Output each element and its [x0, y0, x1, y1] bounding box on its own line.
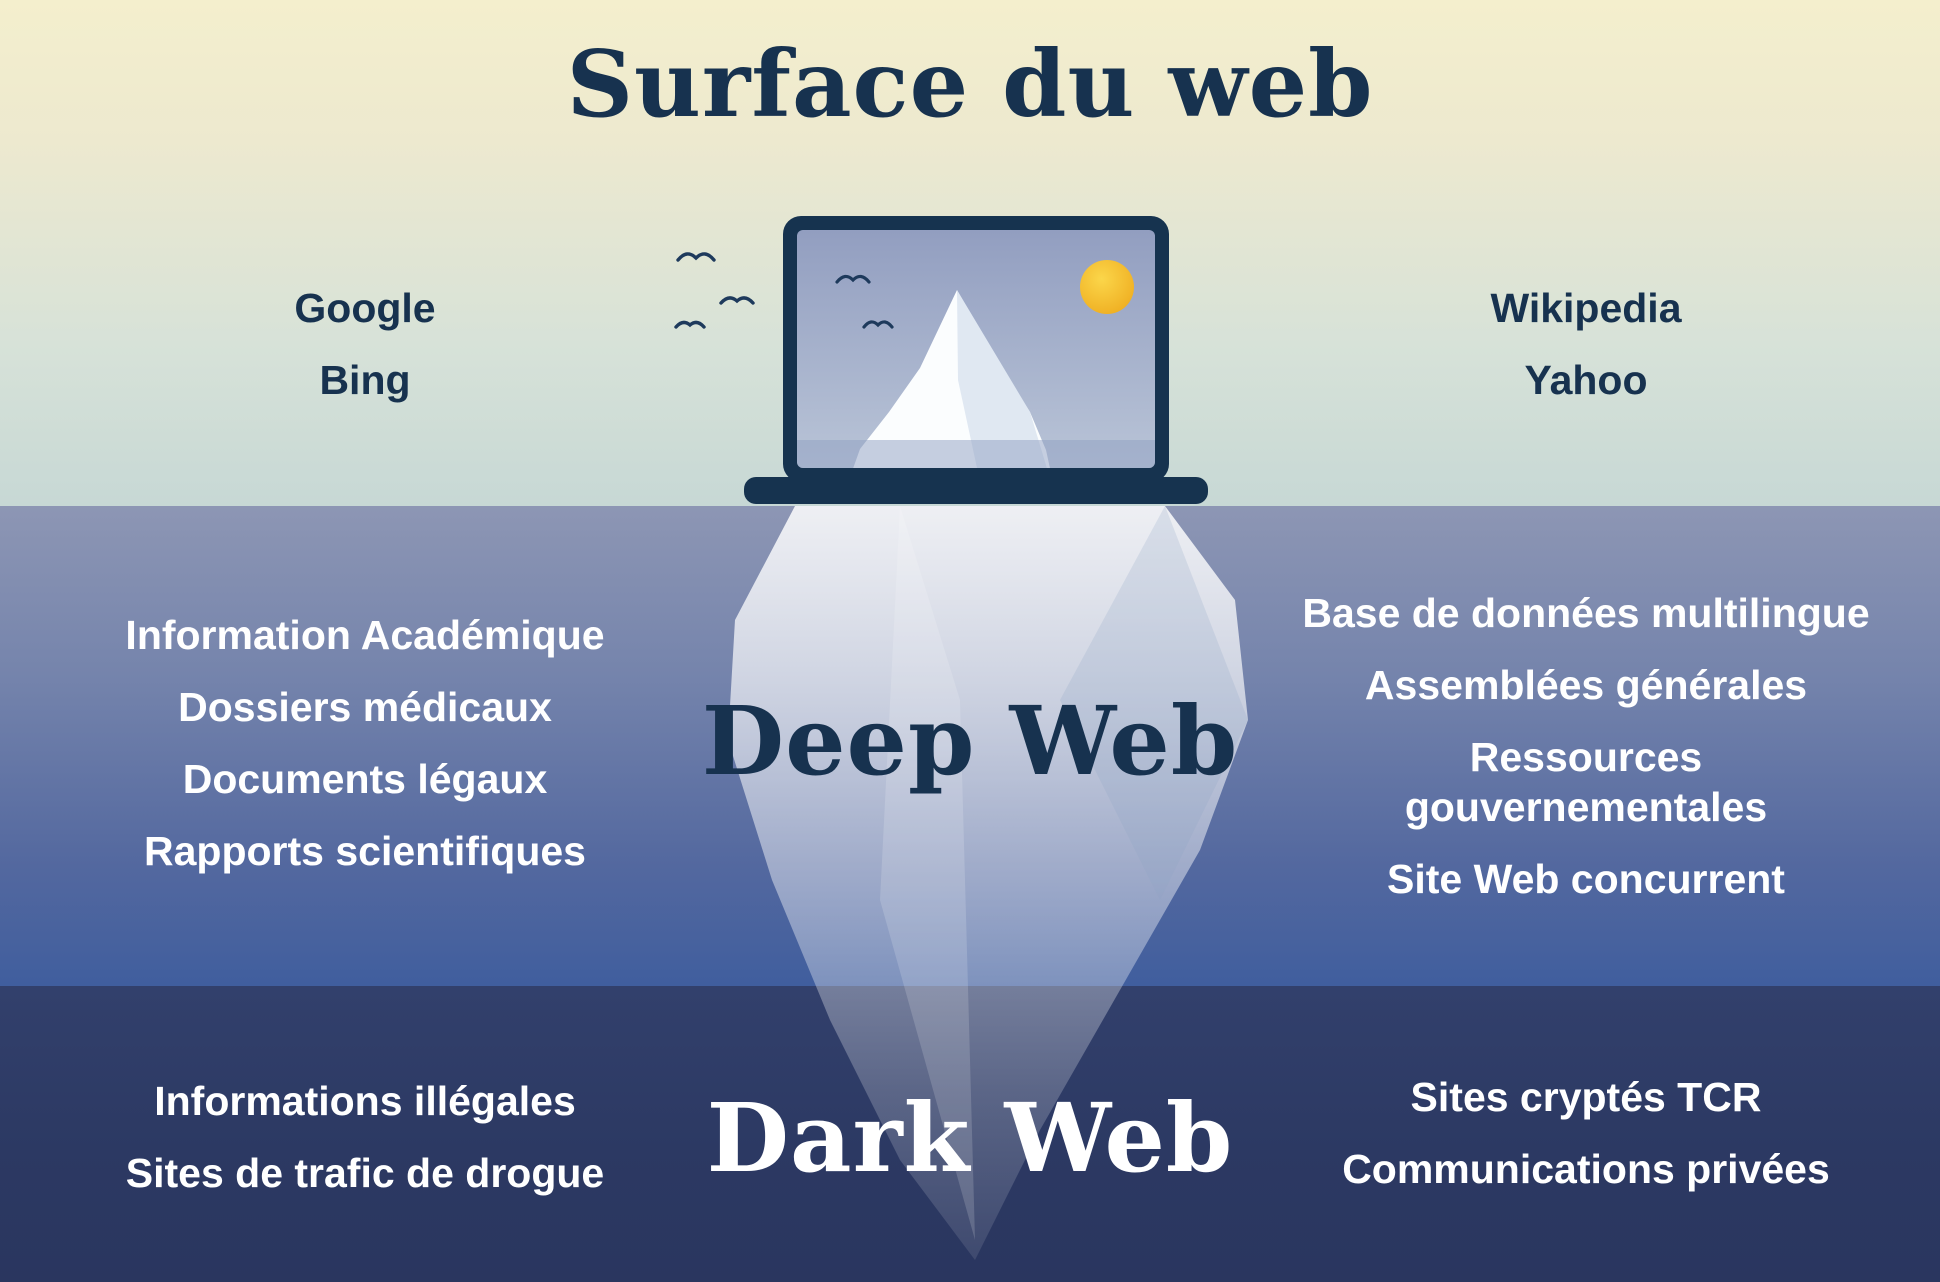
- deep-right-item: Ressources gouvernementales: [1404, 734, 1768, 830]
- surface-left-labels: Google Bing: [145, 283, 585, 427]
- dark-left-labels: Informations illégales Sites de trafic d…: [85, 1076, 645, 1220]
- deep-left-item: Rapports scientifiques: [144, 828, 586, 874]
- deep-left-item: Information Académique: [125, 612, 605, 658]
- deep-right-item: Site Web concurrent: [1387, 856, 1785, 902]
- deep-right-item: Assemblées générales: [1364, 662, 1808, 708]
- deep-left-item: Dossiers médicaux: [178, 684, 552, 730]
- surface-web-title: Surface du web: [566, 30, 1374, 138]
- dark-right-item: Communications privées: [1342, 1146, 1830, 1192]
- surface-right-item: Yahoo: [1524, 357, 1648, 403]
- surface-right-item: Wikipedia: [1490, 285, 1682, 331]
- dark-left-item: Sites de trafic de drogue: [125, 1150, 605, 1196]
- surface-right-labels: Wikipedia Yahoo: [1356, 283, 1816, 427]
- dark-left-item: Informations illégales: [154, 1078, 576, 1124]
- deep-right-item: Base de données multilingue: [1302, 590, 1870, 636]
- dark-right-labels: Sites cryptés TCR Communications privées: [1296, 1072, 1876, 1216]
- deep-right-labels: Base de données multilingue Assemblées g…: [1296, 588, 1876, 926]
- surface-left-item: Google: [294, 285, 436, 331]
- deep-left-item: Documents légaux: [182, 756, 548, 802]
- dark-right-item: Sites cryptés TCR: [1410, 1074, 1762, 1120]
- deep-left-labels: Information Académique Dossiers médicaux…: [85, 610, 645, 898]
- surface-left-item: Bing: [319, 357, 411, 403]
